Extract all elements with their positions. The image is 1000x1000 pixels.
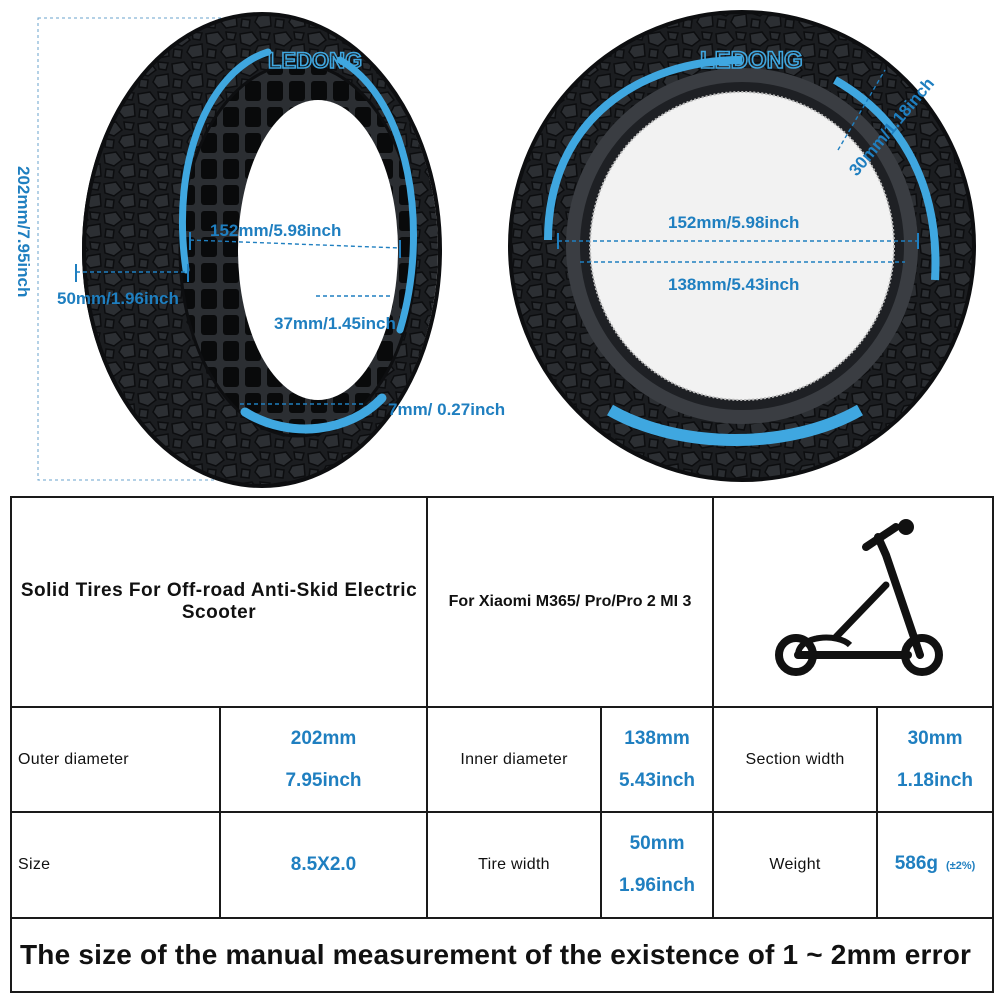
brand-logo-left: LEDONG <box>268 48 362 73</box>
tires-illustration: LEDONG LEDONG <box>37 10 976 488</box>
label-size: Size <box>10 811 221 919</box>
dim-left-rib: 7mm/ 0.27inch <box>388 400 506 419</box>
dim-outer-height: 202mm/7.95inch <box>14 166 33 298</box>
label-outer-diameter: Outer diameter <box>10 706 221 813</box>
label-tire-width: Tire width <box>426 811 603 919</box>
dim-left-hole: 37mm/1.45inch <box>274 314 396 333</box>
value-size: 8.5X2.0 <box>218 811 429 919</box>
dim-left-width: 50mm/1.96inch <box>57 289 179 308</box>
spec-table: Solid Tires For Off-road Anti-Skid Elect… <box>9 496 995 993</box>
label-weight: Weight <box>712 811 879 919</box>
measurement-note: The size of the manual measurement of th… <box>9 917 995 993</box>
compatibility: For Xiaomi M365/ Pro/Pro 2 MI 3 <box>426 496 715 708</box>
scooter-icon <box>775 518 944 676</box>
right-tire: LEDONG <box>508 10 976 482</box>
brand-logo-right: LEDONG <box>700 47 803 74</box>
product-photo: LEDONG LEDONG <box>0 0 1000 490</box>
scooter-icon-cell <box>712 496 995 708</box>
left-tire: LEDONG <box>82 12 442 488</box>
value-weight: 586g(±2%) <box>876 811 995 919</box>
bounding-box <box>37 17 244 481</box>
label-inner-diameter: Inner diameter <box>426 706 603 813</box>
label-section-width: Section width <box>712 706 879 813</box>
dim-right-inner: 138mm/5.43inch <box>668 275 800 294</box>
dim-right-outer-inner: 152mm/5.98inch <box>668 213 800 232</box>
product-title: Solid Tires For Off-road Anti-Skid Elect… <box>9 496 429 708</box>
dim-left-inner: 152mm/5.98inch <box>210 221 342 240</box>
dimension-lines <box>76 69 918 405</box>
dimension-ticks <box>75 232 919 282</box>
